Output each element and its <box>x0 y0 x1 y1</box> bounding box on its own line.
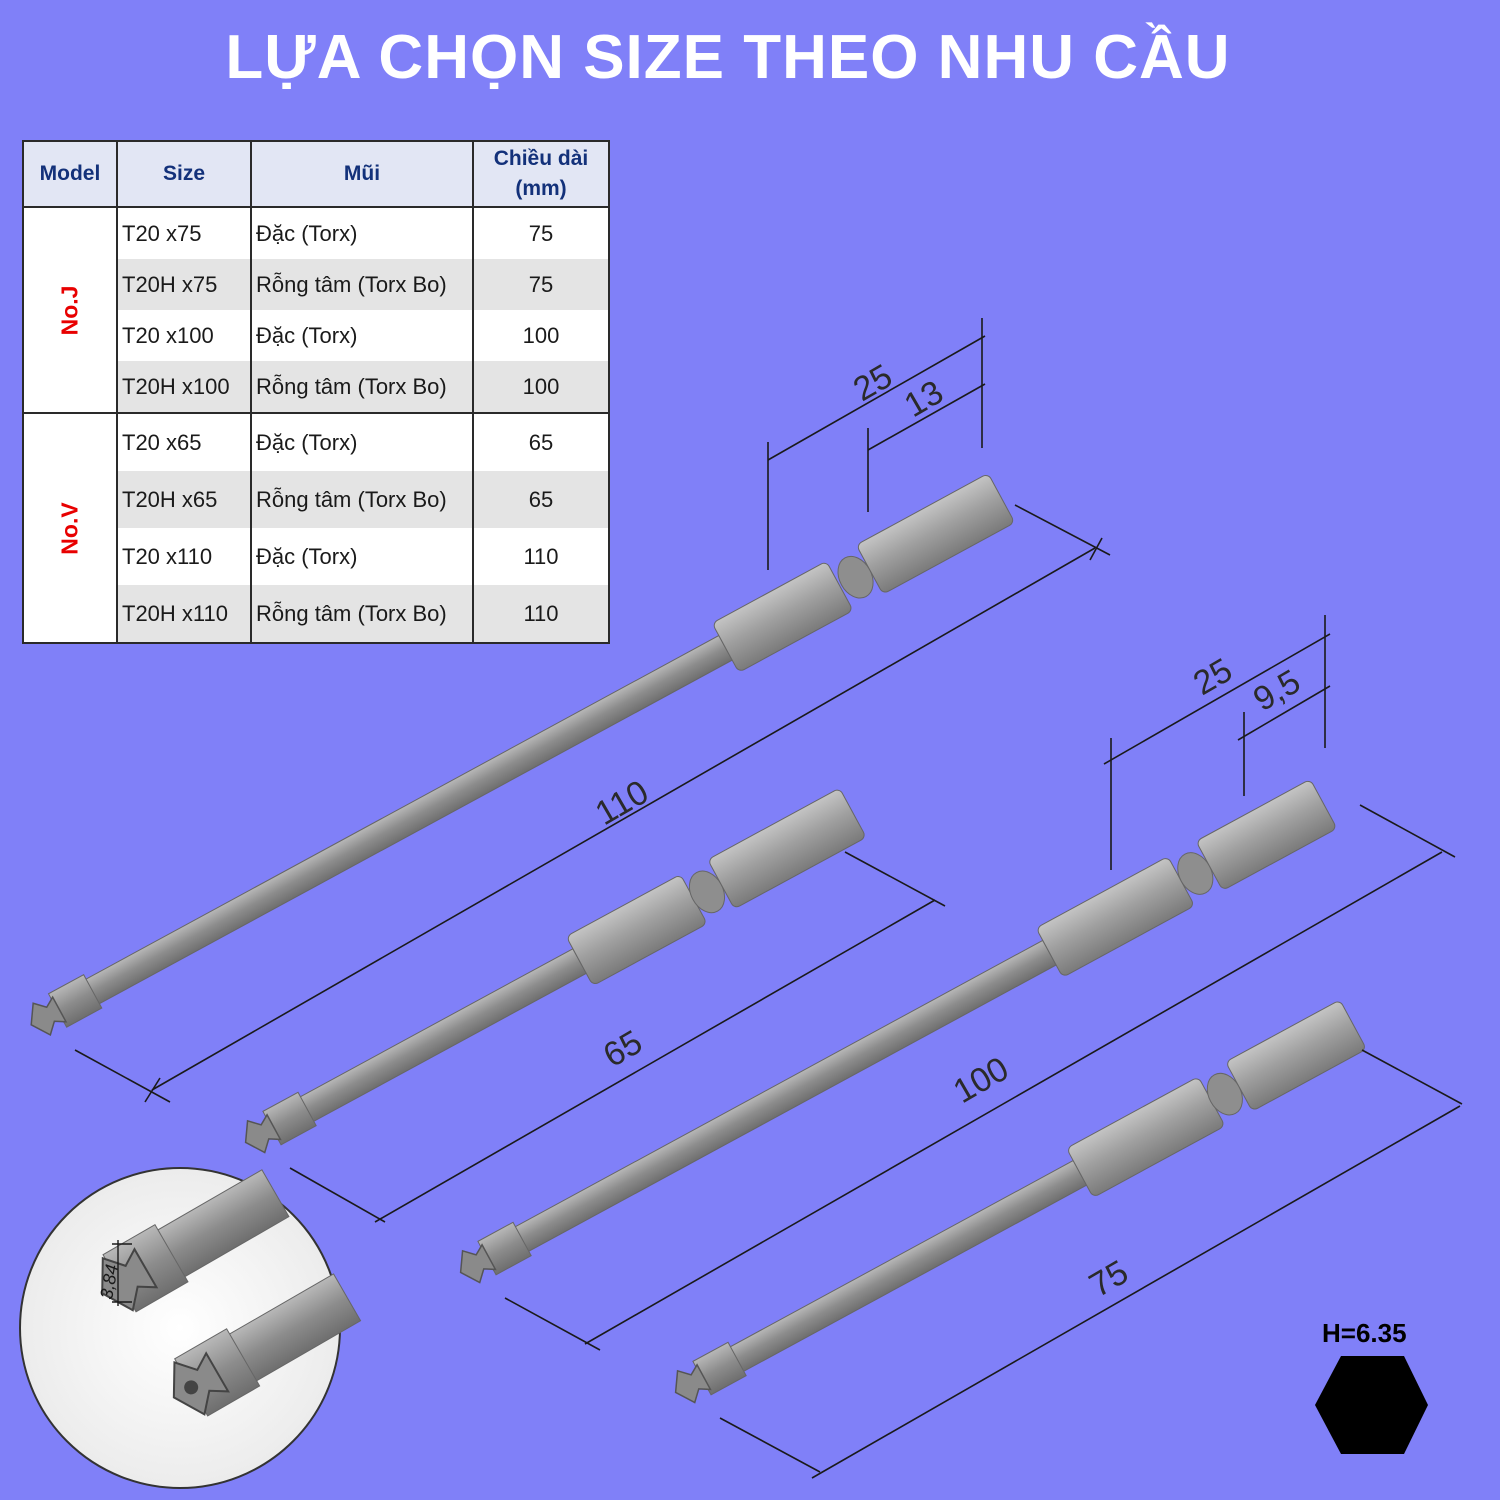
table-row: T20 x100 Đặc (Torx) 100 <box>23 310 610 361</box>
size-cell: T20H x75 <box>116 259 252 310</box>
length-cell: 100 <box>472 310 610 361</box>
length-cell: 110 <box>472 528 610 585</box>
table-header-row: Model Size Mũi Chiều dài (mm) <box>22 140 610 208</box>
header-tip: Mũi <box>250 140 474 208</box>
length-cell: 75 <box>472 207 610 259</box>
dim-label-110-hex: 25 <box>847 357 899 409</box>
length-cell: 65 <box>472 471 610 528</box>
model-cell: No.V <box>22 412 118 644</box>
table-row: T20H x65 Rỗng tâm (Torx Bo) 65 <box>23 471 610 528</box>
tip-cell: Đặc (Torx) <box>250 207 474 259</box>
table-row: No.J T20 x75 Đặc (Torx) 75 <box>22 206 610 414</box>
bit-100 <box>459 780 1336 1284</box>
bit-65 <box>244 789 865 1154</box>
header-model: Model <box>22 140 118 208</box>
tip-cell: Rỗng tâm (Torx Bo) <box>250 361 474 414</box>
length-cell: 110 <box>472 585 610 644</box>
dimension-lines <box>74 318 1463 1479</box>
length-cell: 75 <box>472 259 610 310</box>
page-title: LỰA CHỌN SIZE THEO NHU CẦU <box>225 23 1231 92</box>
bit-75 <box>674 1001 1365 1404</box>
tip-cell: Rỗng tâm (Torx Bo) <box>250 259 474 310</box>
header-length-line1: Chiều dài <box>493 147 589 170</box>
size-cell: T20 x65 <box>116 413 252 471</box>
header-length: Chiều dài (mm) <box>472 140 610 208</box>
length-cell: 65 <box>472 413 610 471</box>
table-row: T20H x110 Rỗng tâm (Torx Bo) 110 <box>23 585 610 644</box>
table-row: T20 x110 Đặc (Torx) 110 <box>23 528 610 585</box>
size-cell: T20H x65 <box>116 471 252 528</box>
length-cell: 100 <box>472 361 610 414</box>
tip-cell: Rỗng tâm (Torx Bo) <box>250 585 474 644</box>
hex-shape-icon <box>1315 1356 1428 1454</box>
hex-size-label: H=6.35 <box>1322 1318 1407 1348</box>
table-row: T20H x100 Rỗng tâm (Torx Bo) 100 <box>23 361 610 414</box>
tip-detail-zoom: 3,84 <box>19 1167 362 1489</box>
tip-cell: Rỗng tâm (Torx Bo) <box>250 471 474 528</box>
size-cell: T20 x110 <box>116 528 252 585</box>
table-row: No.V T20 x65 Đặc (Torx) 65 <box>22 412 610 644</box>
header-length-line2: (mm) <box>515 177 567 200</box>
size-cell: T20 x75 <box>116 207 252 259</box>
size-spec-table: Model Size Mũi Chiều dài (mm) No.J T20 x7… <box>22 140 610 644</box>
size-cell: T20 x100 <box>116 310 252 361</box>
dim-label-100-overall: 100 <box>947 1050 1015 1111</box>
size-cell: T20H x110 <box>116 585 252 644</box>
bit-110 <box>30 475 1014 1036</box>
header-size: Size <box>116 140 252 208</box>
model-cell: No.J <box>22 206 118 414</box>
tip-cell: Đặc (Torx) <box>250 310 474 361</box>
table-row: T20H x75 Rỗng tâm (Torx Bo) 75 <box>23 259 610 310</box>
dim-label-100-hex: 25 <box>1187 651 1239 703</box>
size-cell: T20H x100 <box>116 361 252 414</box>
tip-cell: Đặc (Torx) <box>250 413 474 471</box>
dim-label-100-hex-end: 9,5 <box>1247 662 1307 719</box>
dim-label-110-overall: 110 <box>589 773 655 833</box>
tip-cell: Đặc (Torx) <box>250 528 474 585</box>
dim-label-65-overall: 65 <box>597 1023 649 1075</box>
